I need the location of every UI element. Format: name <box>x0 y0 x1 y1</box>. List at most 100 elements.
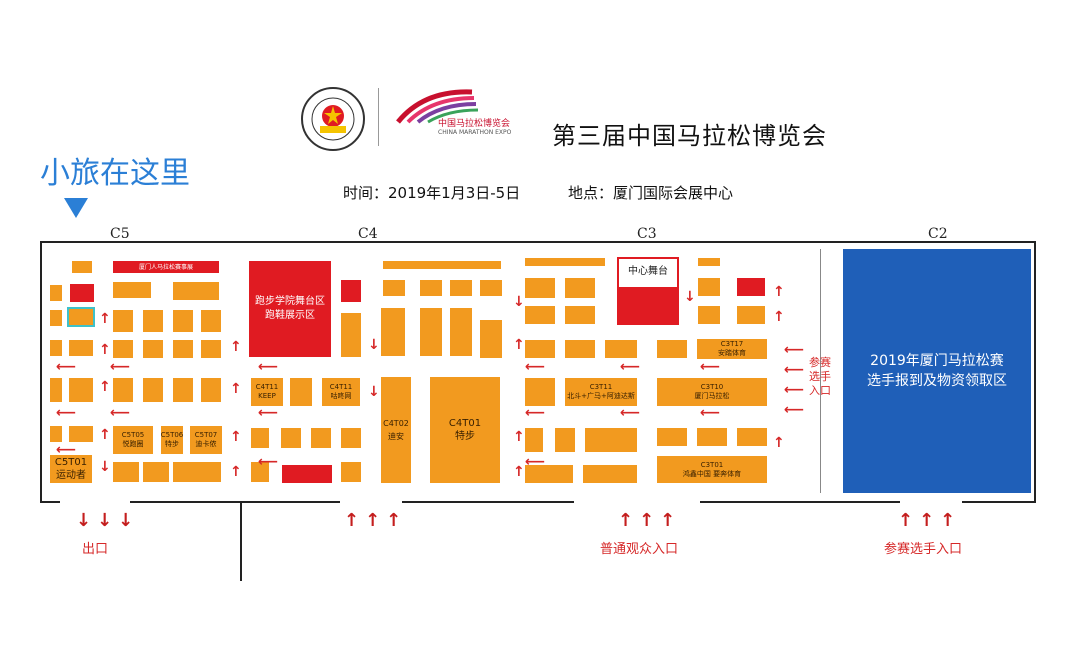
booth[interactable] <box>143 378 163 402</box>
booth[interactable] <box>341 428 361 448</box>
booth[interactable] <box>282 465 332 483</box>
booth[interactable] <box>113 340 133 358</box>
booth[interactable] <box>555 428 575 452</box>
registration-area[interactable]: 2019年厦门马拉松赛 选手报到及物资领取区 <box>843 249 1031 493</box>
booth[interactable] <box>69 340 93 356</box>
booth[interactable] <box>173 340 193 358</box>
booth[interactable] <box>50 285 62 301</box>
booth[interactable] <box>657 428 687 446</box>
booth[interactable] <box>69 378 93 402</box>
booth-red-top[interactable]: 厦门人马拉松赛事展 <box>113 261 219 273</box>
booth[interactable] <box>251 428 269 448</box>
booth-highlight[interactable] <box>67 307 95 327</box>
booth[interactable] <box>113 282 151 298</box>
booth[interactable] <box>173 378 193 402</box>
booth[interactable] <box>583 465 637 483</box>
booth[interactable] <box>70 284 94 302</box>
booth-c3t11[interactable]: C3T11 北斗+广马+阿迪达斯 <box>565 378 637 406</box>
arrow-up-icon: ↑ <box>99 342 111 358</box>
booth[interactable] <box>143 462 169 482</box>
wall-bottom-3 <box>402 501 574 503</box>
booth[interactable] <box>50 340 62 356</box>
booth[interactable] <box>480 280 502 296</box>
booth[interactable] <box>143 340 163 358</box>
booth[interactable] <box>698 306 720 324</box>
booth[interactable] <box>525 465 573 483</box>
booth[interactable] <box>480 320 502 358</box>
booth[interactable] <box>737 306 765 324</box>
booth[interactable] <box>173 462 221 482</box>
booth-c4t14[interactable]: C4T11 咕咚网 <box>322 378 360 406</box>
booth[interactable] <box>605 340 637 358</box>
booth[interactable] <box>565 278 595 298</box>
booth-c3t17[interactable]: C3T17 安踏体育 <box>697 339 767 359</box>
booth[interactable] <box>341 462 361 482</box>
booth[interactable] <box>525 428 543 452</box>
booth[interactable] <box>50 378 62 402</box>
booth[interactable] <box>50 426 62 442</box>
booth[interactable] <box>113 378 133 402</box>
arrow-left-icon: ⟵ <box>110 405 131 421</box>
booth[interactable] <box>525 258 605 266</box>
booth[interactable] <box>173 310 193 332</box>
booth-c3t01[interactable]: C3T01 鸿鑫中国 要奔体育 <box>657 456 767 483</box>
booth[interactable] <box>525 278 555 298</box>
wall-bottom-5 <box>962 501 1036 503</box>
booth[interactable] <box>143 310 163 332</box>
booth[interactable] <box>585 428 637 452</box>
booth[interactable] <box>698 258 720 266</box>
booth[interactable] <box>290 378 312 406</box>
booth[interactable] <box>698 278 720 296</box>
center-stage[interactable]: 中心舞台 <box>617 257 679 325</box>
booth[interactable] <box>201 340 221 358</box>
booth[interactable] <box>657 340 687 358</box>
booth[interactable] <box>525 306 555 324</box>
booth[interactable] <box>697 428 727 446</box>
booth-c4t11[interactable]: C4T11 KEEP <box>251 378 283 406</box>
booth-c3t10[interactable]: C3T10 厦门马拉松 <box>657 378 767 406</box>
booth[interactable] <box>737 428 767 446</box>
arrow-left-icon: ⟵ <box>525 454 546 470</box>
booth-c5t07[interactable]: C5T07 迪卡侬 <box>190 426 222 454</box>
booth[interactable] <box>525 340 555 358</box>
arrow-up-icon: ↑ <box>773 284 785 300</box>
booth[interactable] <box>525 378 555 406</box>
booth-c5t06[interactable]: C5T06 特步 <box>161 426 183 454</box>
booth[interactable] <box>450 308 472 356</box>
booth[interactable] <box>311 428 331 448</box>
booth-c5t05[interactable]: C5T05 悦跑圈 <box>113 426 153 454</box>
booth[interactable] <box>201 310 221 332</box>
booth[interactable] <box>113 310 133 332</box>
booth-c5t01[interactable]: C5T01 运动者 <box>50 455 92 483</box>
hall-c5-label: C5 <box>110 226 130 242</box>
booth-c4t01[interactable]: C4T01 特步 <box>430 377 500 483</box>
booth[interactable] <box>565 306 595 324</box>
booth[interactable] <box>69 426 93 442</box>
booth[interactable] <box>420 280 442 296</box>
center-stage-label: 中心舞台 <box>619 259 677 285</box>
booth[interactable] <box>173 282 219 300</box>
booth[interactable] <box>737 278 765 296</box>
booth[interactable] <box>341 313 361 357</box>
booth[interactable] <box>281 428 301 448</box>
booth[interactable] <box>251 462 269 482</box>
booth[interactable] <box>341 280 361 302</box>
booth[interactable] <box>383 280 405 296</box>
running-academy-stage[interactable]: 跑步学院舞台区 跑鞋展示区 <box>249 261 331 357</box>
booth[interactable] <box>50 310 62 326</box>
arrow-left-icon: ⟵ <box>784 382 805 398</box>
booth[interactable] <box>420 308 442 356</box>
booth[interactable] <box>450 280 472 296</box>
entry-arrows-icon: ↑↑↑ <box>344 510 408 531</box>
booth[interactable] <box>72 261 92 273</box>
booth[interactable] <box>383 261 501 269</box>
arrow-up-icon: ↑ <box>99 379 111 395</box>
booth[interactable] <box>565 340 595 358</box>
booth-c4t02[interactable]: C4T02 迪安 <box>381 377 411 483</box>
side-entry-label: 参赛 选手 入口 <box>809 356 831 397</box>
arrow-left-icon: ⟵ <box>784 342 805 358</box>
booth[interactable] <box>201 378 221 402</box>
booth[interactable] <box>381 308 405 356</box>
hall-c2-label: C2 <box>928 226 948 242</box>
booth[interactable] <box>113 462 139 482</box>
